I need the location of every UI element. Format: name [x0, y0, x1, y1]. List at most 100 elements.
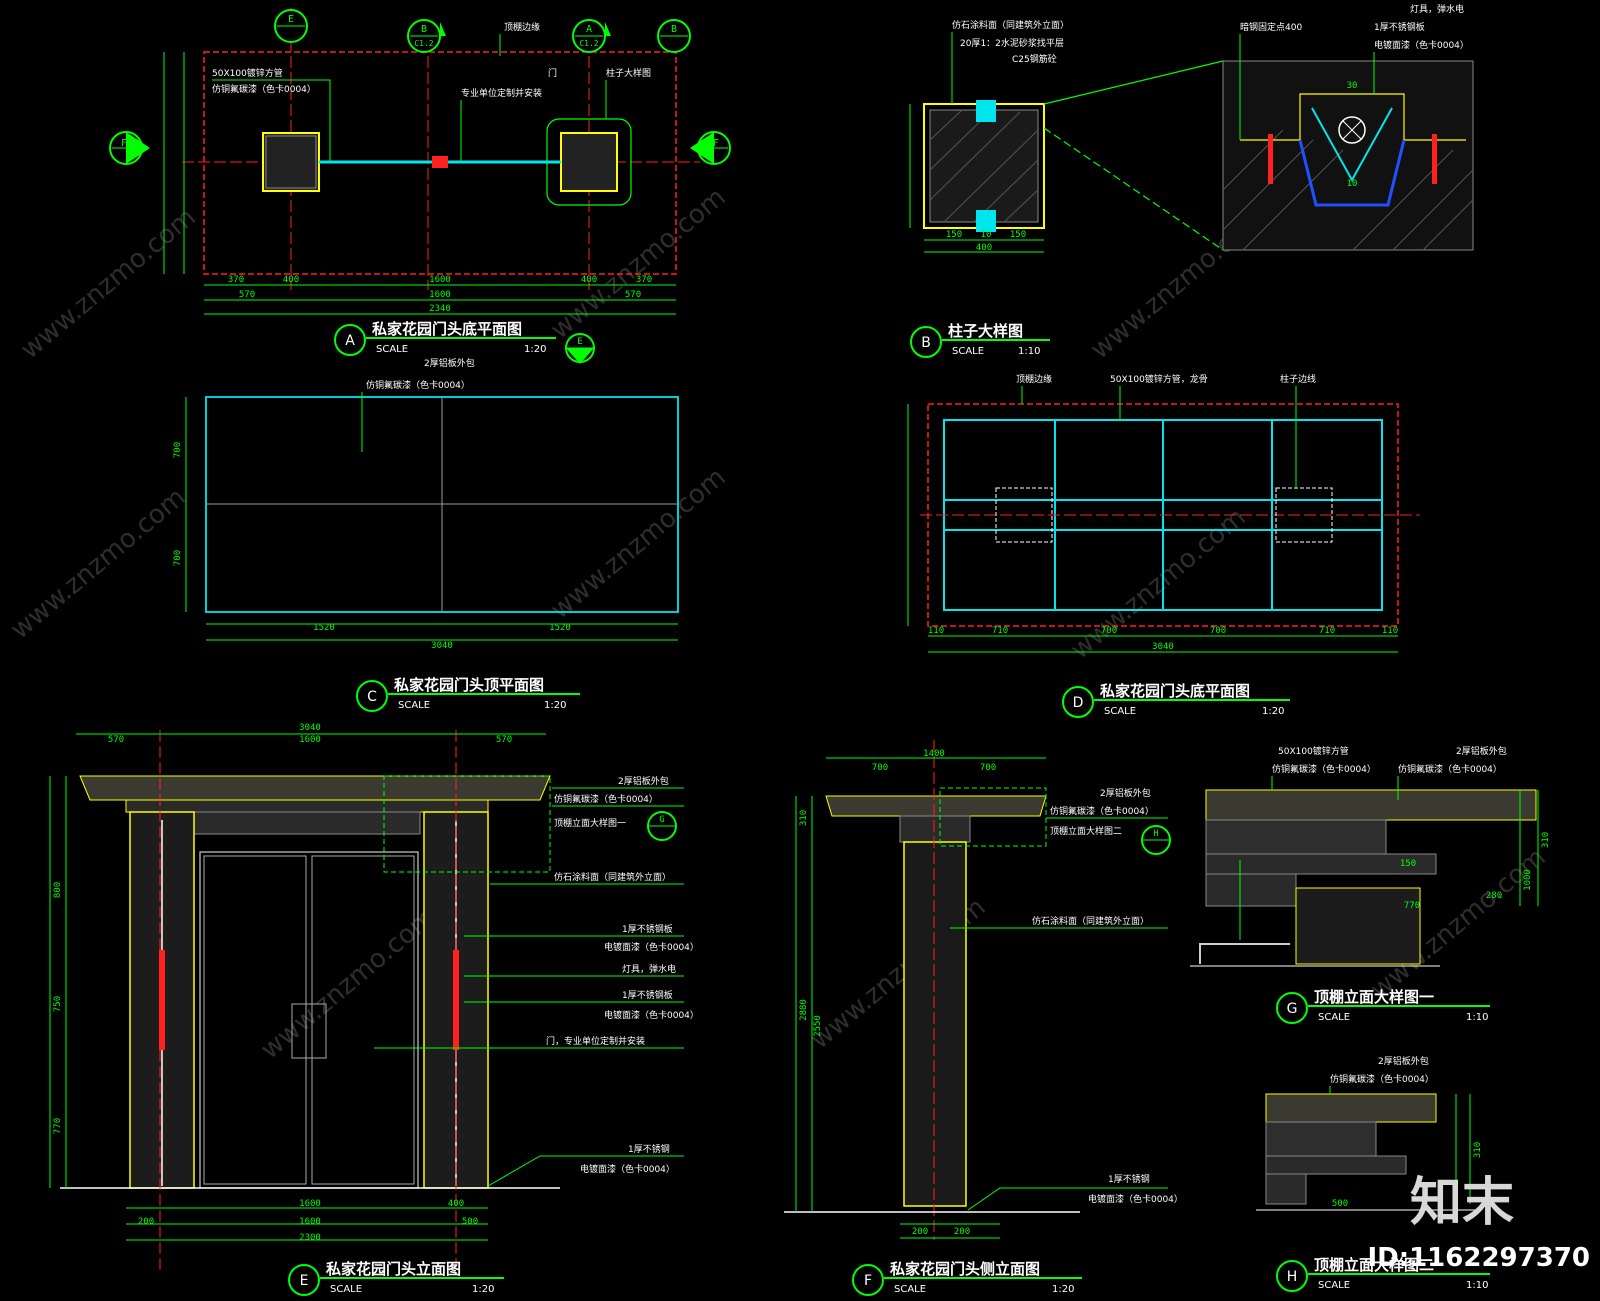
view-title: 柱子大样图	[948, 322, 1023, 340]
section-marker-b: B C1.2	[407, 19, 446, 53]
note: 仿石涂料面（同建筑外立面）	[952, 19, 1069, 31]
scale-label: SCALE	[894, 1284, 926, 1295]
note: 2厚铝板外包	[1456, 745, 1507, 757]
marker-label: H	[1153, 829, 1158, 839]
column-left-core	[265, 135, 317, 189]
dim: 310	[799, 810, 809, 826]
lamp-slot-top	[976, 100, 996, 122]
view-title: 私家花园门头顶平面图	[393, 676, 544, 694]
view-title: 私家花园门头立面图	[325, 1260, 461, 1278]
view-letter: B	[921, 335, 931, 351]
watermark-site: www.znzmo.com	[545, 182, 731, 345]
note: 仿铜氟碳漆（色卡0004）	[1050, 805, 1154, 817]
dim: 400	[976, 243, 992, 253]
dim: 700	[980, 763, 996, 773]
marker-sheet: C1.2	[579, 39, 598, 48]
lamp-housing	[1298, 139, 1406, 207]
note: 暗钢固定点400	[1240, 21, 1302, 33]
view-title: 私家花园门头侧立面图	[889, 1260, 1040, 1278]
section-marker-a: A C1.2	[572, 19, 611, 53]
note: 20厚1：2水泥砂浆找平层	[960, 37, 1064, 49]
view-a-plan: E B C1.2 A C1.2 B F	[109, 8, 731, 315]
scale-value: 1:10	[1466, 1012, 1488, 1023]
dim: 570	[625, 290, 641, 300]
note: C25钢筋砼	[1012, 53, 1057, 65]
dim: 800	[53, 882, 63, 898]
view-letter: G	[1287, 1001, 1298, 1017]
column-outline	[995, 487, 1053, 543]
view-letter: D	[1073, 695, 1084, 711]
note: 1厚不锈钢板	[1374, 21, 1425, 33]
note: 2厚铝板外包	[618, 775, 669, 787]
enlarged-detail	[1222, 60, 1474, 251]
note: 2厚铝板外包	[1100, 787, 1151, 799]
dim: 2550	[813, 1015, 823, 1037]
title-block-g: G 顶棚立面大样图一 SCALE 1:10	[1276, 988, 1490, 1024]
dim: 750	[53, 996, 63, 1012]
dim: 30	[1347, 81, 1358, 91]
note: 顶棚边缘	[1016, 373, 1052, 385]
note: 仿石涂料面（同建筑外立面）	[1032, 915, 1149, 927]
marker-sheet: C1.2	[414, 39, 433, 48]
scale-label: SCALE	[952, 346, 984, 357]
dim: 310	[1541, 832, 1551, 848]
marker-label: B	[671, 24, 677, 35]
dim: 200	[138, 1217, 154, 1227]
dim: 370	[636, 275, 652, 285]
watermark-site: www.znzmo.com	[545, 462, 731, 625]
scale-value: 1:20	[1262, 706, 1284, 717]
door-lock	[432, 156, 448, 168]
dim: 3040	[299, 723, 321, 733]
dim: 1520	[549, 623, 571, 633]
scale-value: 1:20	[544, 700, 566, 711]
dim: 700	[1101, 626, 1117, 636]
note: 仿铜氟碳漆（色卡0004）	[1398, 763, 1502, 775]
view-c-top-plan: 2厚铝板外包 仿铜氟碳漆（色卡0004） 1520 1520 3040 700 …	[173, 357, 679, 651]
note: 门	[548, 67, 557, 79]
dim: 280	[1486, 891, 1502, 901]
scale-label: SCALE	[1104, 706, 1136, 717]
view-letter: C	[367, 689, 377, 705]
dim: 200	[912, 1227, 928, 1237]
view-f-side-elevation: H 2厚铝板外包 仿铜氟碳漆（色卡0004） 顶棚立面大样图二 仿石涂料面（同建…	[784, 740, 1183, 1240]
title-block-a: A 私家花园门头底平面图 SCALE 1:20 E	[334, 320, 595, 364]
dim: 1600	[429, 275, 451, 285]
brand-logo: 知末	[1410, 1173, 1514, 1233]
note: 灯具，弹水电	[1410, 3, 1464, 15]
dim: 2300	[299, 1233, 321, 1243]
dim: 1600	[299, 735, 321, 745]
dim: 700	[173, 550, 183, 566]
note: 专业单位定制并安装	[461, 87, 542, 99]
scale-value: 1:20	[524, 344, 546, 355]
scale-value: 1:10	[1466, 1280, 1488, 1291]
detail-marker-g: G	[647, 811, 677, 841]
dim: 1000	[1523, 869, 1533, 891]
marker-label: G	[659, 815, 664, 825]
dim: 150	[946, 230, 962, 240]
scale-value: 1:10	[1018, 346, 1040, 357]
dim: 710	[1319, 626, 1335, 636]
note: 顶棚立面大样图一	[554, 817, 626, 829]
light-strip	[453, 950, 459, 1050]
view-title: 私家花园门头底平面图	[371, 320, 522, 338]
dim: 3040	[431, 641, 453, 651]
dim: 2880	[799, 999, 809, 1021]
dim: 500	[462, 1217, 478, 1227]
detail-marker-h: H	[1141, 825, 1171, 855]
dim: 770	[1404, 901, 1420, 911]
dim: 1400	[923, 749, 945, 759]
note: 灯具，弹水电	[622, 963, 676, 975]
canopy-profile	[79, 775, 551, 801]
note: 仿铜氟碳漆（色卡0004）	[554, 793, 658, 805]
view-b-column-detail: 仿石涂料面（同建筑外立面） 20厚1：2水泥砂浆找平层 C25钢筋砼 灯具，弹水…	[909, 3, 1474, 253]
view-title: 私家花园门头底平面图	[1099, 682, 1250, 700]
dim: 150	[1010, 230, 1026, 240]
marker-label: A	[586, 24, 592, 35]
note: 电镀面漆（色卡0004）	[580, 1163, 675, 1175]
canopy-profile	[825, 795, 1047, 817]
watermark-site: www.znzmo.com	[15, 202, 201, 365]
note: 柱子边线	[1280, 373, 1316, 385]
view-title: 顶棚立面大样图一	[1314, 988, 1434, 1006]
dim: 770	[53, 1118, 63, 1134]
